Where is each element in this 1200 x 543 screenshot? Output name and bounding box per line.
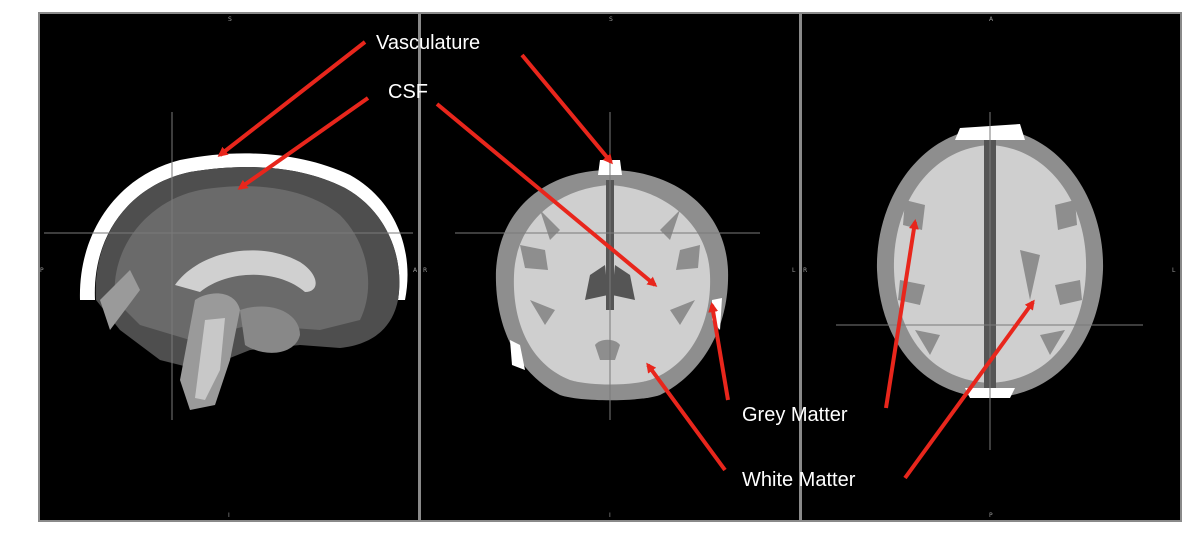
label-csf: CSF — [388, 81, 428, 103]
label-white-matter: White Matter — [742, 469, 856, 491]
sagittal-white-matter — [175, 250, 316, 292]
coronal-orient-right: L — [792, 267, 796, 274]
sagittal-cerebellum — [240, 306, 300, 353]
axial-orient-right: L — [1172, 267, 1176, 274]
sagittal-view — [44, 112, 413, 420]
label-vasculature: Vasculature — [376, 32, 481, 54]
arrow-grey-matter-axial — [884, 219, 919, 409]
arrow-vasculature-sagittal — [217, 40, 367, 157]
coronal-view — [455, 112, 760, 420]
arrow-grey-matter-coronal — [708, 302, 730, 401]
arrow-csf-coronal — [435, 102, 658, 287]
axial-view — [836, 112, 1143, 450]
panel-divider-2 — [799, 14, 802, 520]
coronal-ventricles — [585, 265, 635, 300]
coronal-orient-left: R — [423, 267, 428, 274]
arrow-vasculature-coronal — [520, 53, 613, 165]
coronal-orient-bottom: I — [609, 512, 611, 519]
axial-orient-top: A — [989, 16, 994, 23]
label-grey-matter: Grey Matter — [742, 404, 848, 426]
arrow-white-matter-coronal — [646, 362, 727, 472]
axial-orient-bottom: P — [989, 512, 993, 519]
annotation-arrows — [217, 40, 1035, 480]
sagittal-orient-top: S — [228, 16, 232, 23]
coronal-orient-top: S — [609, 16, 613, 23]
sagittal-orient-left: P — [40, 267, 44, 274]
sagittal-orient-right: A — [413, 267, 418, 274]
axial-orient-left: R — [803, 267, 808, 274]
sagittal-orient-bottom: I — [228, 512, 230, 519]
arrow-csf-sagittal — [237, 96, 370, 190]
arrow-white-matter-axial — [903, 299, 1035, 480]
panel-divider-1 — [418, 14, 421, 520]
